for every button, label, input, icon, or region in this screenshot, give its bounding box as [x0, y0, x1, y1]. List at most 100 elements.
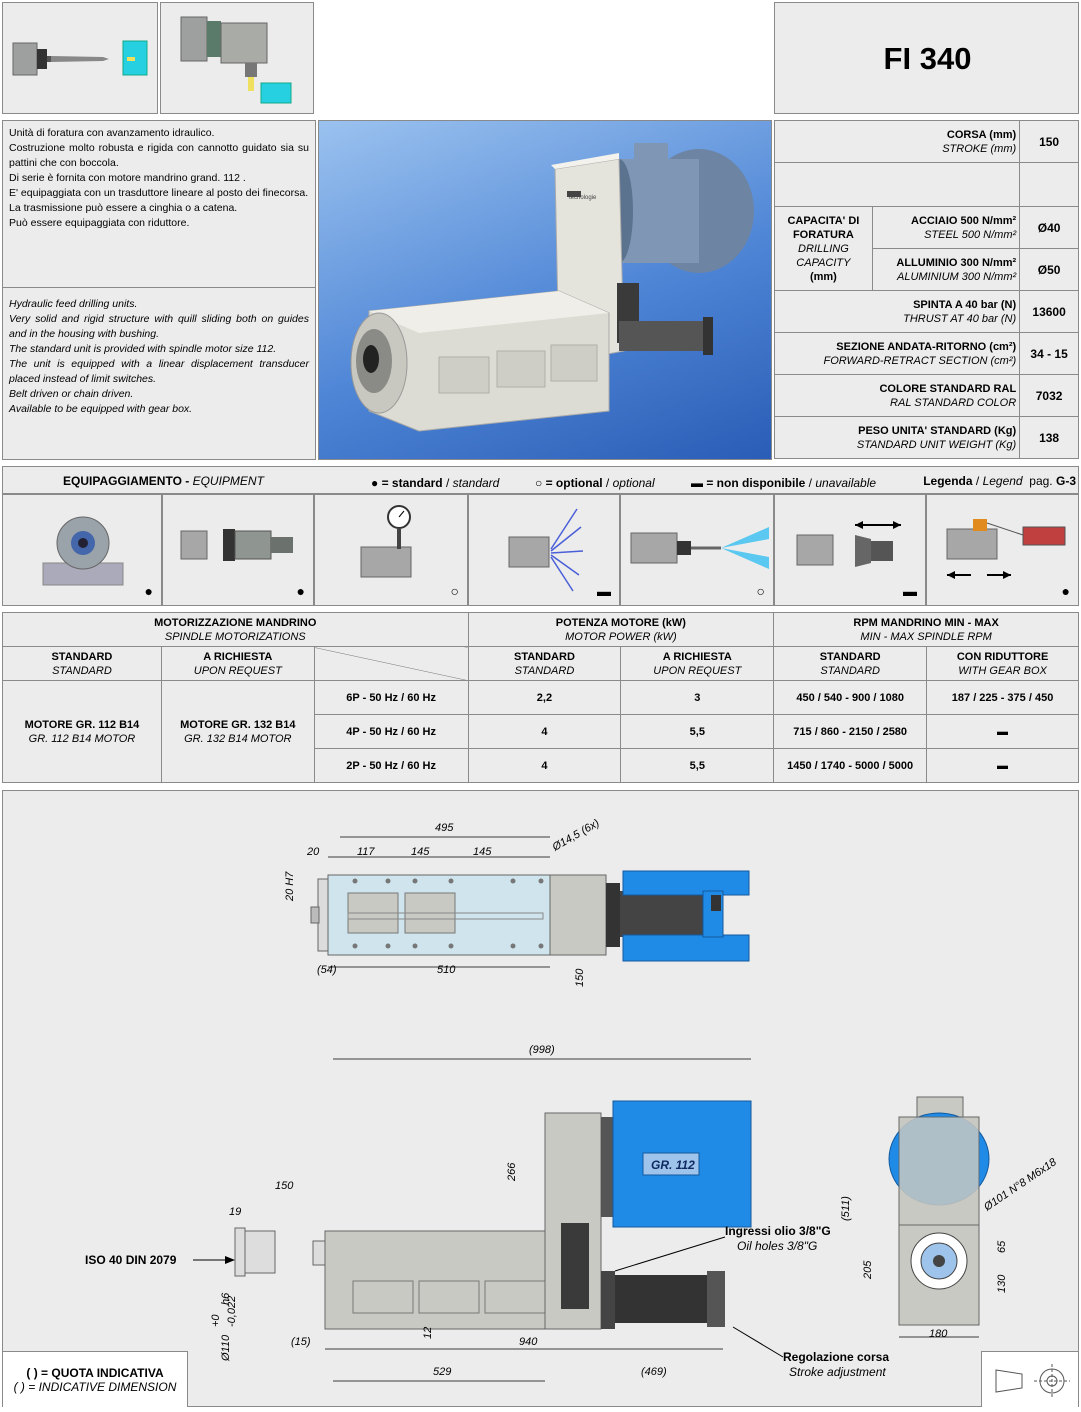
power-req-cell: 3	[620, 680, 775, 715]
equipment-status: ●	[1061, 583, 1070, 599]
dim-510: 510	[437, 964, 456, 976]
external-coolant-icon	[508, 508, 584, 592]
header-icon-angle-head	[160, 2, 314, 114]
rpm-gear-cell: ▬	[926, 714, 1079, 749]
desc-en-line: Belt driven or chain driven.	[9, 388, 134, 400]
description-en: Hydraulic feed drilling units. Very soli…	[3, 292, 315, 422]
power-std-cell: 4	[467, 748, 622, 783]
spec-steel-value: Ø40	[1019, 206, 1079, 249]
model-title: FI 340	[883, 41, 972, 76]
dim-940: 940	[519, 1336, 538, 1348]
spec-weight-value: 138	[1019, 416, 1079, 459]
equipment-item-tool-change: ▬	[774, 494, 926, 606]
header-blank	[316, 2, 772, 114]
equipment-item-multispindle: ●	[2, 494, 162, 606]
desc-en-line: Very solid and rigid structure with quil…	[9, 313, 309, 340]
desc-it-line: Costruzione molto robusta e rigida con c…	[9, 142, 309, 169]
spec-table: CORSA (mm)STROKE (mm) 150 CAPACITA' DI F…	[773, 120, 1079, 459]
equipment-status: ▬	[903, 583, 917, 599]
spec-weight-label: PESO UNITA' STANDARD (Kg)STANDARD UNIT W…	[773, 416, 1021, 459]
dim-469: (469)	[641, 1366, 667, 1378]
dial-gauge-icon	[360, 505, 412, 578]
dim-205: 205	[862, 1260, 874, 1280]
dim-150-top: 150	[574, 968, 586, 987]
dim-266: 266	[506, 1162, 518, 1182]
equipment-header: EQUIPAGGIAMENTO - EQUIPMENT ● = standard…	[2, 466, 1079, 494]
dim-tol-up: +0	[210, 1314, 222, 1327]
equipment-status: ○	[756, 583, 765, 599]
photo-label: tecnologie	[569, 195, 597, 201]
product-photo: tecnologie	[318, 120, 772, 460]
through-spindle-coolant-icon	[630, 527, 769, 569]
equipment-item-depth-gauge: ○	[314, 494, 468, 606]
spec-thrust-value: 13600	[1019, 290, 1079, 333]
power-std-cell: 4	[467, 714, 622, 749]
header-icon-drill	[2, 2, 158, 114]
col-diagonal	[313, 646, 469, 681]
dim-holes: Ø14,5 (6x)	[550, 817, 602, 854]
power-header: POTENZA MOTORE (kW)MOTOR POWER (kW)	[467, 612, 775, 647]
note-box: ( ) = QUOTA INDICATIVA ( ) = INDICATIVE …	[3, 1351, 188, 1407]
note-en: ( ) = INDICATIVE DIMENSION	[13, 1380, 177, 1394]
equipment-status: ○	[450, 583, 459, 599]
side-view: GR. 112 (998) 529 (469) 266 150 19 ISO 4…	[85, 1044, 889, 1382]
spec-stroke-value: 150	[1019, 120, 1079, 163]
description-it: Unità di foratura con avanzamento idraul…	[3, 121, 315, 236]
desc-it-line: La trasmissione può essere a cinghia o a…	[9, 202, 238, 214]
desc-it-line: Può essere equipaggiata con riduttore.	[9, 217, 190, 229]
equipment-item-transducer: ●	[926, 494, 1079, 606]
projection-icon	[995, 1364, 1070, 1398]
drill-tool-icon	[12, 40, 148, 76]
dim-tol-dn: -0,022	[226, 1296, 238, 1327]
poles-cell: 2P - 50 Hz / 60 Hz	[313, 748, 469, 783]
dim-20: 20	[306, 846, 320, 858]
dim-bolt: Ø101 N°8 M6x18	[981, 1156, 1059, 1214]
iso-label: ISO 40 DIN 2079	[85, 1253, 177, 1267]
dim-529: 529	[433, 1366, 451, 1378]
stroke-adjust-it: Regolazione corsa	[783, 1350, 889, 1364]
description-it-box: Unità di foratura con avanzamento idraul…	[2, 120, 316, 288]
legend-optional: ○ = optional / optional	[535, 476, 655, 490]
dim-180: 180	[929, 1328, 948, 1340]
spec-color-value: 7032	[1019, 374, 1079, 417]
dim-998: (998)	[529, 1044, 555, 1056]
linear-transducer-icon	[946, 519, 1066, 579]
desc-en-line: The unit is equipped with a linear displ…	[9, 358, 309, 385]
rpm-std-cell: 1450 / 1740 - 5000 / 5000	[773, 748, 928, 783]
dimension-drawing: 495 20 117 145 145 Ø14,5 (6x) 20 H7 (54)…	[85, 817, 1059, 1382]
tool-holder-icon	[796, 521, 901, 567]
model-title-box: FI 340	[774, 2, 1079, 114]
dim-145a: 145	[411, 846, 430, 858]
dim-150-side: 150	[275, 1180, 294, 1192]
dim-130: 130	[996, 1274, 1008, 1293]
poles-cell: 4P - 50 Hz / 60 Hz	[313, 714, 469, 749]
legend-standard: ● = standard / standard	[371, 476, 500, 490]
equipment-status: ●	[296, 583, 305, 599]
desc-en-line: Available to be equipped with gear box.	[9, 403, 193, 415]
spec-section-label: SEZIONE ANDATA-RITORNO (cm²)FORWARD-RETR…	[773, 332, 1021, 375]
rpm-std-cell: 715 / 860 - 2150 / 2580	[773, 714, 928, 749]
projection-symbol	[981, 1351, 1078, 1407]
equipment-status: ▬	[597, 583, 611, 599]
dim-12: 12	[422, 1327, 434, 1339]
spec-empty	[773, 162, 1021, 207]
spec-empty-value	[1019, 162, 1079, 207]
desc-it-line: E' equipaggiata con un trasduttore linea…	[9, 187, 309, 199]
dim-117: 117	[357, 846, 375, 858]
rpm-std-cell: 450 / 540 - 900 / 1080	[773, 680, 928, 715]
equipment-item-external-coolant: ▬	[468, 494, 620, 606]
